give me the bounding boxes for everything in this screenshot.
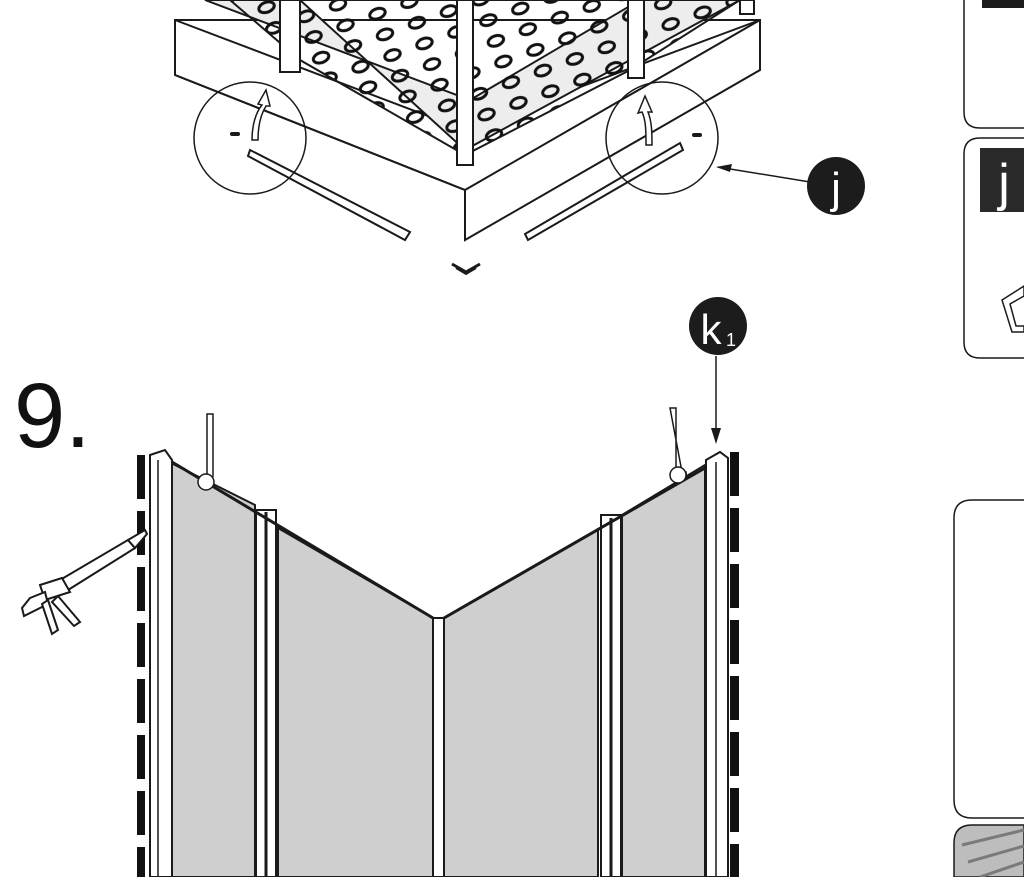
callout-k1-subscript: 1 [726,330,736,350]
inset-j: j [963,137,1024,359]
step-number: 9. [14,365,91,467]
inset-large [953,499,1024,819]
silicone-gun-icon [20,528,149,636]
inset-top-right [963,0,1024,129]
shower-tray [174,0,761,276]
wall-dashes-right [730,452,739,877]
inset-j-label: j [996,154,1010,212]
callout-j-label: j [829,164,841,213]
shower-enclosure [149,407,729,877]
inset-bottom-right [953,824,1024,877]
magnifier-circle-icon [193,81,307,195]
arrow-up-icon [251,88,271,141]
wall-dashes-left [137,455,145,877]
arrow-up-icon [636,94,654,146]
callout-j: j [716,157,865,215]
callout-k1-label: k [701,306,723,353]
callout-k1: k 1 [689,297,747,444]
magnifier-circle-icon [605,81,719,195]
